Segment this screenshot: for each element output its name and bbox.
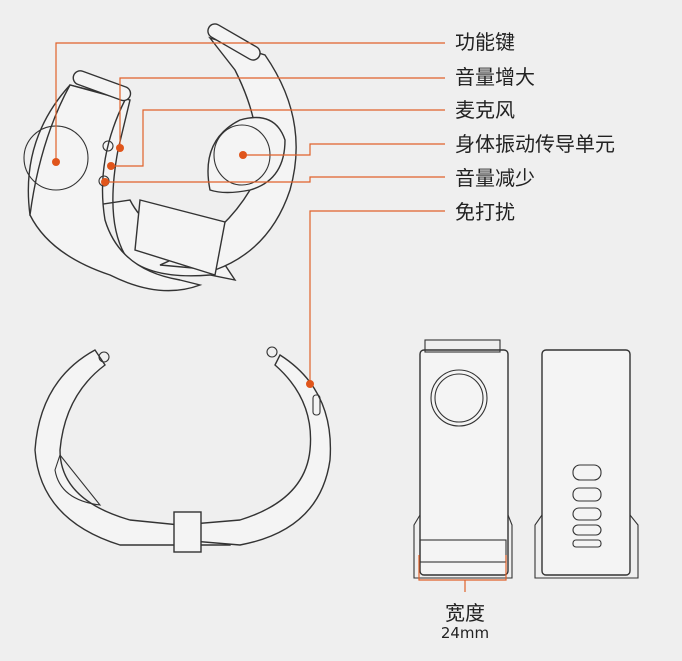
label-microphone: 麦克风 — [455, 98, 515, 122]
width-label: 宽度 — [445, 601, 485, 625]
label-bone-conduction-unit: 身体振动传导单元 — [455, 132, 615, 156]
marker-volume-down — [101, 178, 109, 186]
marker-volume-up — [116, 144, 124, 152]
leader-do-not-disturb — [309, 210, 445, 383]
width-bracket — [418, 555, 507, 592]
leader-volume-down — [105, 176, 445, 183]
label-do-not-disturb: 免打扰 — [455, 200, 515, 224]
leader-volume-up — [119, 77, 445, 146]
marker-do-not-disturb — [306, 380, 314, 388]
label-function-key: 功能键 — [455, 30, 515, 54]
leader-lines — [52, 42, 507, 592]
headset-perspective-view — [23, 23, 297, 292]
label-volume-up: 音量增大 — [455, 65, 535, 89]
width-value: 24mm — [440, 624, 490, 642]
marker-bone-conduction-unit — [239, 151, 247, 159]
marker-function-key — [52, 158, 60, 166]
headset-back-view — [534, 349, 639, 579]
leader-function-key — [55, 42, 445, 160]
leader-microphone — [111, 109, 445, 167]
leader-bone-conduction-unit — [243, 143, 445, 156]
label-volume-down: 音量减少 — [455, 166, 535, 190]
headset-side-view — [34, 346, 332, 553]
headset-front-view — [413, 339, 513, 579]
marker-microphone — [107, 162, 115, 170]
